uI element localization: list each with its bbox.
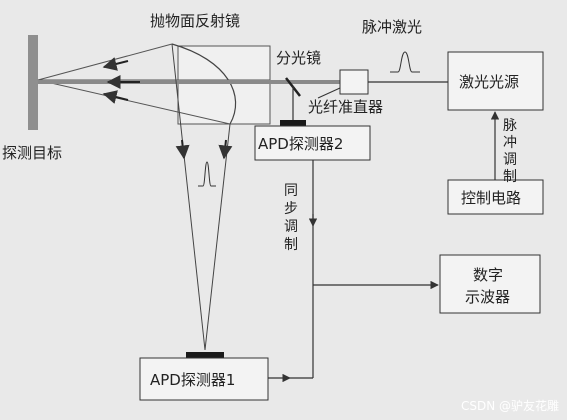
apd1-label: APD探测器1 xyxy=(150,371,235,389)
control-circuit-box xyxy=(447,179,544,215)
laser-pulse-label: 脉冲激光 xyxy=(362,18,422,36)
sync-mod-char-1: 同 xyxy=(284,183,298,199)
beam-direction-arrows xyxy=(102,57,140,104)
apd2-box xyxy=(254,125,371,161)
pulse-mod-char-1: 脉 xyxy=(503,118,517,134)
sync-mod-char-4: 制 xyxy=(284,237,298,253)
control-circuit-label: 控制电路 xyxy=(461,189,521,207)
pulse-mod-char-4: 制 xyxy=(503,169,517,185)
apd1-box xyxy=(139,357,269,401)
return-pulse-icon xyxy=(198,161,216,187)
focus-arrows xyxy=(175,139,233,160)
focused-beams xyxy=(171,43,231,351)
laser-pulse-icon xyxy=(390,51,420,73)
watermark: CSDN @驴友花雕 xyxy=(460,399,559,413)
sync-mod-char-3: 调 xyxy=(284,219,298,235)
fiber-collimator xyxy=(339,69,369,95)
target-label: 探测目标 xyxy=(2,144,62,162)
parabolic-mirror-label: 抛物面反射镜 xyxy=(150,12,240,30)
parabolic-mirror-box xyxy=(177,45,271,125)
apd1-sensor xyxy=(186,352,224,358)
beam-splitter-label: 分光镜 xyxy=(276,49,321,67)
oscilloscope-label-1: 数字 xyxy=(473,266,503,284)
collimator-pointer xyxy=(317,87,341,99)
collimator-label: 光纤准直器 xyxy=(308,98,383,116)
oscilloscope-box xyxy=(439,254,541,314)
pulse-mod-char-3: 调 xyxy=(503,152,517,168)
apd2-label: APD探测器2 xyxy=(258,135,343,153)
oscilloscope-label-2: 示波器 xyxy=(465,288,510,306)
pulse-mod-char-2: 冲 xyxy=(503,135,517,151)
laser-source-box xyxy=(447,51,544,111)
apd2-sensor xyxy=(280,120,306,126)
detection-target-bar xyxy=(28,35,38,130)
laser-source-label: 激光光源 xyxy=(459,73,519,91)
sync-mod-char-2: 步 xyxy=(284,201,298,217)
